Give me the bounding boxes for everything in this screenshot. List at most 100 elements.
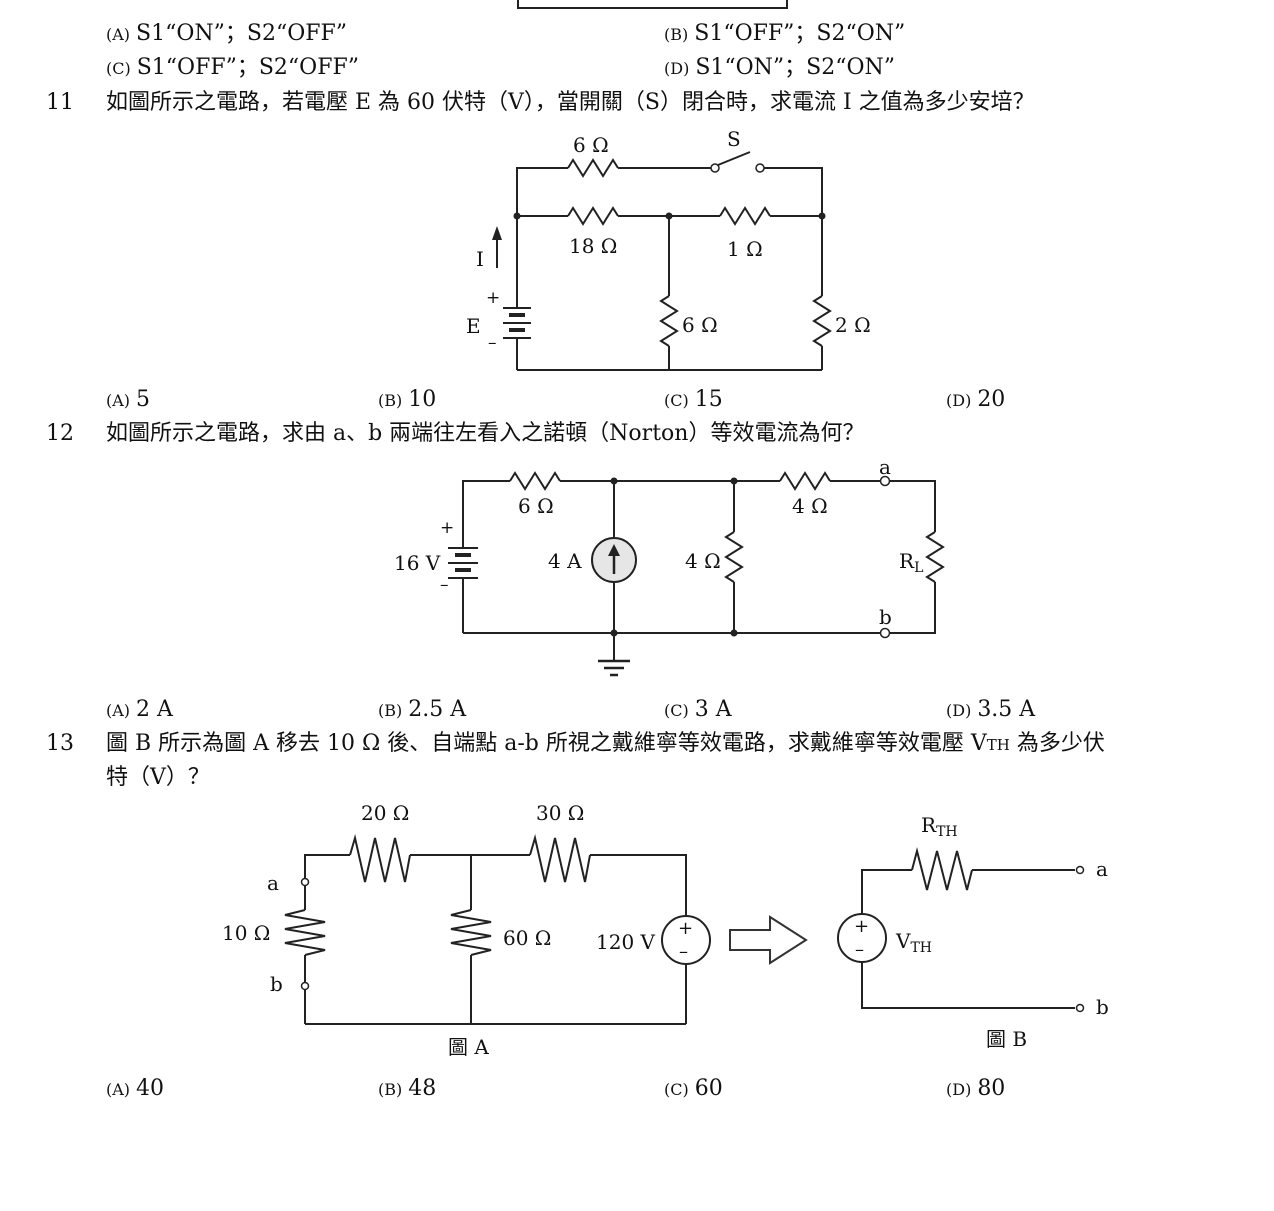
q11-label-r-center: 6 Ω xyxy=(682,313,718,337)
q13-voltage-source-a xyxy=(661,915,711,965)
q12-label-plus: + xyxy=(440,518,454,538)
q11-label-switch: S xyxy=(727,127,741,151)
q12-option-d[interactable]: (D)3.5 A xyxy=(946,697,1036,722)
q13-resistor-60 xyxy=(450,909,492,956)
q11-node xyxy=(665,212,673,220)
q10-option-c[interactable]: (C)S1“OFF”；S2“OFF” xyxy=(106,55,359,80)
q11-label-r-top: 6 Ω xyxy=(573,133,609,157)
q10-option-a[interactable]: (A)S1“ON”；S2“OFF” xyxy=(106,21,348,46)
q12-node xyxy=(730,629,738,637)
q13-resistor-30 xyxy=(529,834,591,883)
q13-number: 13 xyxy=(46,731,74,756)
q11-label-source: E xyxy=(466,314,481,338)
q13-label-vth: VTH xyxy=(895,929,932,956)
q13-label-r3: 60 Ω xyxy=(503,926,551,950)
q12-label-node-b: b xyxy=(879,605,892,629)
q12-question: 如圖所示之電路，求由 a、b 兩端往左看入之諾頓（Norton）等效電流為何？ xyxy=(106,421,865,446)
q13-label-node-b-b: b xyxy=(1096,995,1109,1019)
q11-current-arrowhead xyxy=(492,226,502,240)
q12-label-r2: 4 Ω xyxy=(792,494,828,518)
q12-terminal-b xyxy=(879,627,891,639)
q11-label-r-right: 2 Ω xyxy=(835,313,871,337)
q11-resistor-1 xyxy=(719,206,771,226)
q11-label-r-mid: 1 Ω xyxy=(727,237,763,261)
q11-option-a[interactable]: (A)5 xyxy=(106,387,151,412)
q13-option-a[interactable]: (A)40 xyxy=(106,1076,165,1101)
q13-label-minus-b: – xyxy=(855,939,864,960)
q13-label-node-b: b xyxy=(270,972,283,996)
q12-option-c[interactable]: (C)3 A xyxy=(664,697,732,722)
q13-label-node-b-a: a xyxy=(1096,857,1108,881)
q13-terminal-b-b xyxy=(1075,1003,1085,1013)
q11-label-current: I xyxy=(476,247,484,271)
q13-terminal-b-a xyxy=(1075,865,1085,875)
q13-label-rth: RTH xyxy=(921,813,958,840)
q11-switch-contact-right xyxy=(755,163,765,173)
q13-terminal-b xyxy=(300,981,310,991)
q11-label-plus: + xyxy=(486,288,500,308)
q13-label-r2: 30 Ω xyxy=(536,801,584,825)
q12-label-load: RL xyxy=(899,549,923,576)
q12-resistor-6 xyxy=(509,471,561,491)
q12-label-node-a: a xyxy=(879,455,891,479)
q13-label-minus-a: – xyxy=(679,941,688,962)
q12-option-a[interactable]: (A)2 A xyxy=(106,697,173,722)
q12-resistor-4-top xyxy=(779,471,831,491)
q12-resistor-4-vertical xyxy=(724,531,744,583)
q11-battery xyxy=(503,307,531,339)
q11-switch-blade xyxy=(717,151,751,166)
q10-option-b[interactable]: (B)S1“OFF”；S2“ON” xyxy=(664,21,906,46)
q11-resistor-6-top xyxy=(567,158,619,178)
q13-label-caption-a: 圖 A xyxy=(448,1035,489,1059)
q12-node xyxy=(610,629,618,637)
q13-option-d[interactable]: (D)80 xyxy=(946,1076,1006,1101)
q13-resistor-20 xyxy=(349,834,411,883)
q13-question-line2: 特（V）？ xyxy=(106,765,210,790)
q12-label-source-v: 16 V xyxy=(394,551,441,575)
q13-label-node-a: a xyxy=(267,871,279,895)
prev-figure-remnant xyxy=(517,0,788,9)
q12-label-minus: – xyxy=(440,575,449,595)
q13-label-caption-b: 圖 B xyxy=(986,1027,1027,1051)
q12-terminal-a xyxy=(879,475,891,487)
q11-resistor-2 xyxy=(812,295,832,347)
q11-resistor-6-center xyxy=(659,295,679,347)
q12-option-b[interactable]: (B)2.5 A xyxy=(378,697,467,722)
q13-terminal-a xyxy=(300,877,310,887)
q11-label-minus: – xyxy=(488,333,497,353)
q13-option-c[interactable]: (C)60 xyxy=(664,1076,723,1101)
q11-resistor-18 xyxy=(567,206,619,226)
q13-option-b[interactable]: (B)48 xyxy=(378,1076,437,1101)
q12-node xyxy=(730,477,738,485)
q11-question: 如圖所示之電路，若電壓 E 為 60 伏特（V），當開關（S）閉合時，求電流 I… xyxy=(106,90,1035,115)
q13-label-plus-a: + xyxy=(678,918,693,939)
q13-voltage-source-b xyxy=(837,913,887,963)
q11-node xyxy=(818,212,826,220)
q12-label-r3: 4 Ω xyxy=(685,549,721,573)
q11-label-r-left: 18 Ω xyxy=(569,234,617,258)
q11-number: 11 xyxy=(46,90,74,115)
q11-option-b[interactable]: (B)10 xyxy=(378,387,437,412)
q13-resistor-rth xyxy=(911,847,973,891)
q12-label-source-i: 4 A xyxy=(548,549,582,573)
q11-option-c[interactable]: (C)15 xyxy=(664,387,723,412)
q11-option-d[interactable]: (D)20 xyxy=(946,387,1006,412)
q13-label-plus-b: + xyxy=(854,916,869,937)
q12-label-r1: 6 Ω xyxy=(518,494,554,518)
q13-resistor-10 xyxy=(284,909,326,956)
q11-switch-contact-left xyxy=(710,163,720,173)
q12-current-source xyxy=(591,537,637,583)
q12-node xyxy=(610,477,618,485)
q13-question-line1: 圖 B 所示為圖 A 移去 10 Ω 後、自端點 a-b 所視之戴維寧等效電路，… xyxy=(106,731,1105,756)
q13-label-source: 120 V xyxy=(596,930,656,954)
q12-ground xyxy=(598,659,630,677)
q13-label-r1: 20 Ω xyxy=(361,801,409,825)
q12-resistor-rl xyxy=(925,531,945,583)
q12-number: 12 xyxy=(46,421,74,446)
q10-option-d[interactable]: (D)S1“ON”；S2“ON” xyxy=(664,55,896,80)
q13-label-r-ab: 10 Ω xyxy=(222,921,270,945)
